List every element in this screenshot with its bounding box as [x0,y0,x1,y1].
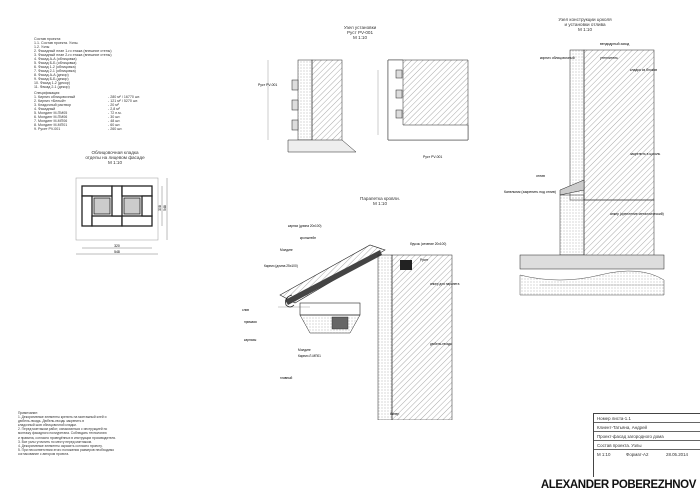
spec-header: Спецификация: [34,91,61,95]
stamp-client: Клиент-Татьяна, Андрей [594,423,700,432]
cornice-label: карниз (длина 20x100) [288,224,321,228]
spec-item: 2. Кирпич «Белый» [34,99,66,103]
spec-value: - 60 шт. [108,123,121,127]
cornice-label: главный [280,376,292,380]
composition-item: 1.2. Узлы [34,45,50,49]
plinth-title: Узел конструкции цоколя и установки отли… [558,17,612,32]
stamp-content: Состав проекта. Узлы [594,441,700,450]
stamp-project: Проект-фасад загородного дома [594,432,700,441]
masonry-pattern-drawing: 320 548 308 548 [75,177,168,255]
cornice-title: Парапетка кровли. М 1:10 [360,196,400,206]
cornice-label: Карниз (длина 25x100) [264,264,298,268]
composition-item: 6. Фасад 1-2 (облицовка) [34,65,76,69]
spec-value: - 72 п.м. [108,111,122,115]
cornice-label: бмпер [390,412,399,416]
spec-item: 3. Кладочный раствор [34,103,71,107]
spec-item: 8. Молдинг М-МП01 [34,123,68,127]
cornice-label: Карниз Л-МП01 [298,354,321,358]
rust-detail-drawing: Руст PV-001 Руст PV-001 [258,59,469,159]
spec-value: - 20 м³ [108,103,119,107]
rust-label: Руст PV-001 [258,83,277,87]
plinth-label: утеплитель [600,56,618,60]
note-line: монтажу фасадного полиуретана. Соблюдать… [18,431,107,436]
note-line: 4. Декоративные элементы окрасить соглас… [18,443,103,448]
cornice-label: дюбель-гвоздь [430,342,452,346]
spec-item: 6. Молдинг М-ПМ06 [34,115,68,119]
composition-item: 9. Фасад Б-Б (декор) [34,77,69,81]
stamp-sheet-no: Номер листа-1.1 [594,414,700,423]
spec-item: 5. Молдинг М-ПМ05 [34,111,68,115]
plinth-label: вендидрный заход [600,42,629,46]
spec-item: 9. Русет PV-001 [34,127,61,131]
cornice-label: примаяя [244,320,257,324]
note-line: и правила, согласно проведённых в инстру… [18,435,117,440]
cornice-label: брусок (сечение 20x100) [410,242,446,246]
note-line: дюбель-гвоздь. Дюбель-гвоздь закрепить в [18,419,85,424]
spec-value: - 2,8 м³ [108,107,120,111]
stamp-meta-row: М 1:10 Формат-А2 28.05.2014 [594,450,700,460]
cornice-label: слив [242,308,249,312]
dim-label: 308 [158,205,162,211]
masonry-title: Облицовочная кладка отделы на лицевом фа… [85,150,145,165]
rust-title: Узел установки Руст PV-001 М 1:10 [343,25,377,40]
composition-item: 7. Фасад 2-1 (облицовка) [34,69,76,73]
cornice-label: Русет [420,258,429,262]
composition-item: 5. Фасад Б-Б (облицовка) [34,61,77,65]
cornice-label: Молдинг [280,248,294,252]
composition-item: 10. Фасад 1-2 (декор) [34,81,70,85]
note-line: кладочный шов облицовочной кладки. [18,423,77,428]
note-line: 2. Перед монтажом работ, ознакомиться с … [18,427,108,432]
brand-logo-text: ALEXANDER POBEREZHNOV [536,477,700,494]
stamp-scale: М 1:10 [597,452,611,457]
composition-item: 11. Фасад 2-1 (декор) [34,85,70,89]
composition-item: 4. Фасад А-А (облицовка) [34,57,77,61]
plinth-label: кирпич облицовочный [540,56,575,60]
rust-label: Руст PV-001 [423,155,442,159]
notes-header: Примечание: [18,411,38,415]
stamp-date: 28.05.2014 [666,452,688,457]
spec-value: - 260 шт. [108,127,123,131]
cornice-label: кронштейн [300,236,316,240]
composition-item: 2. Фасадный план 1-го этажа (внешние сте… [34,49,112,53]
spec-item: 1. Кирпич облицовочный [34,95,76,99]
dim-label: 548 [163,205,167,211]
note-line: 1. Декоративные элементы крепить на монт… [18,415,107,420]
cornice-label: анкер для парапета [430,282,460,286]
plinth-label: закрепить в цоколь [630,152,661,156]
note-line: 5. При несоответствии этого положения ра… [18,447,115,452]
composition-header: Состав проекта: [34,37,62,41]
title-block: Номер листа-1.1 Клиент-Татьяна, Андрей П… [593,413,700,478]
composition-item: 1.1. Состав проекта. Узлы. [34,41,79,45]
dim-label: 320 [114,244,120,248]
spec-value: - 48 шт. [108,119,121,123]
plinth-label: анкер (крепление металлический) [610,212,664,216]
cornice-label: карнизы [244,338,257,342]
spec-value: - 280 м² / 16770 шт. [108,95,140,99]
stamp-format: Формат-А2 [626,452,649,457]
cornice-label: Молдинг [298,348,312,352]
plinth-label: кладка из блоков [630,68,657,72]
spec-value: - 30 шт. [108,115,121,119]
plinth-label: отлив [536,174,545,178]
note-line: 3. Все узлы уточнить по месту перед монт… [18,439,92,444]
notes-block: Примечание: 1. Декоративные элементы кре… [18,411,268,456]
composition-item: 8. Фасад А-А (декор) [34,73,69,77]
spec-item: 4. Фасадный [34,107,56,111]
spec-item: 7. Молдинг М-МП06 [34,119,68,123]
plinth-detail-drawing: кирпич облицовочный вендидрный заход уте… [504,42,665,296]
cornice-detail-drawing: карниз (длина 20x100) брусок (сечение 20… [242,224,460,420]
spec-value: - 121 м² / 5270 шт. [108,99,138,103]
dim-label: 548 [114,250,120,254]
note-line: согласование с автором проекта. [18,451,70,456]
plinth-label: Капельник (закрепить под отлив) [504,190,556,194]
composition-item: 3. Фасадный план 2-го этажа (внешние сте… [34,53,112,57]
